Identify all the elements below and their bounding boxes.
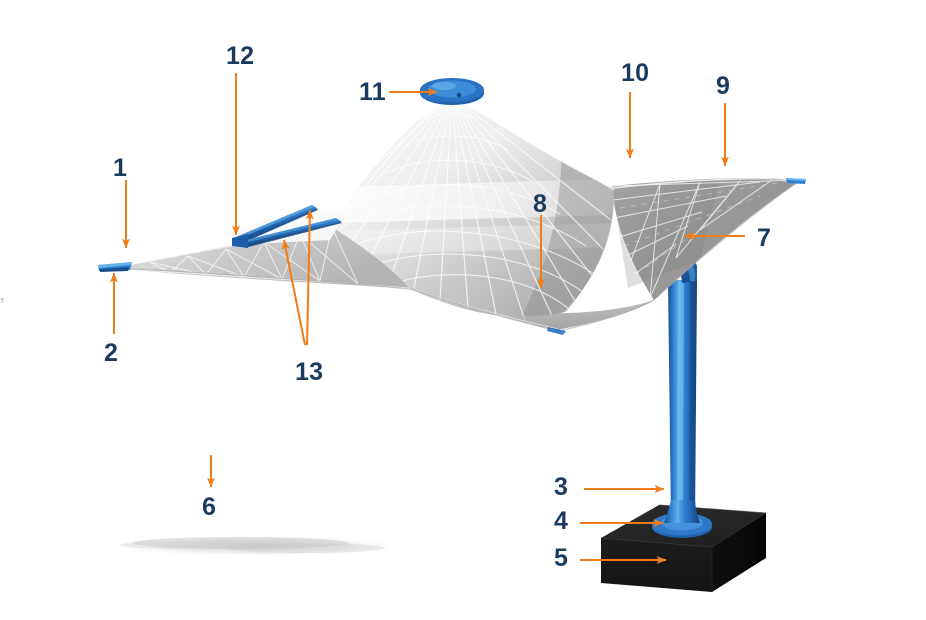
mast-column — [664, 280, 700, 523]
callout-label-11[interactable]: 11 — [359, 78, 386, 106]
leader-13a — [281, 239, 306, 346]
corner-plate-fitting-bottom — [547, 327, 566, 335]
edge-artifact-glyph: ʼ — [0, 294, 5, 319]
callout-label-5[interactable]: 5 — [554, 544, 569, 572]
callout-label-10[interactable]: 10 — [621, 59, 650, 87]
corner-plate-fitting-left — [98, 262, 132, 272]
callout-label-3[interactable]: 3 — [554, 473, 569, 501]
callout-label-8[interactable]: 8 — [533, 190, 548, 218]
callout-label-4[interactable]: 4 — [554, 507, 569, 535]
callout-label-7[interactable]: 7 — [757, 224, 772, 252]
callout-label-2[interactable]: 2 — [104, 339, 119, 367]
ground-shadow — [108, 535, 408, 557]
corner-plate-fitting-right — [786, 178, 806, 184]
membrane-surface — [111, 95, 802, 332]
callout-label-6[interactable]: 6 — [202, 493, 217, 521]
callout-label-13[interactable]: 13 — [295, 358, 324, 386]
callout-label-1[interactable]: 1 — [113, 154, 128, 182]
cone-crown-ring — [420, 78, 484, 105]
support-beams-pair — [224, 205, 348, 248]
callout-label-9[interactable]: 9 — [716, 72, 731, 100]
callout-label-12[interactable]: 12 — [226, 42, 255, 70]
leader-13b — [305, 209, 314, 346]
